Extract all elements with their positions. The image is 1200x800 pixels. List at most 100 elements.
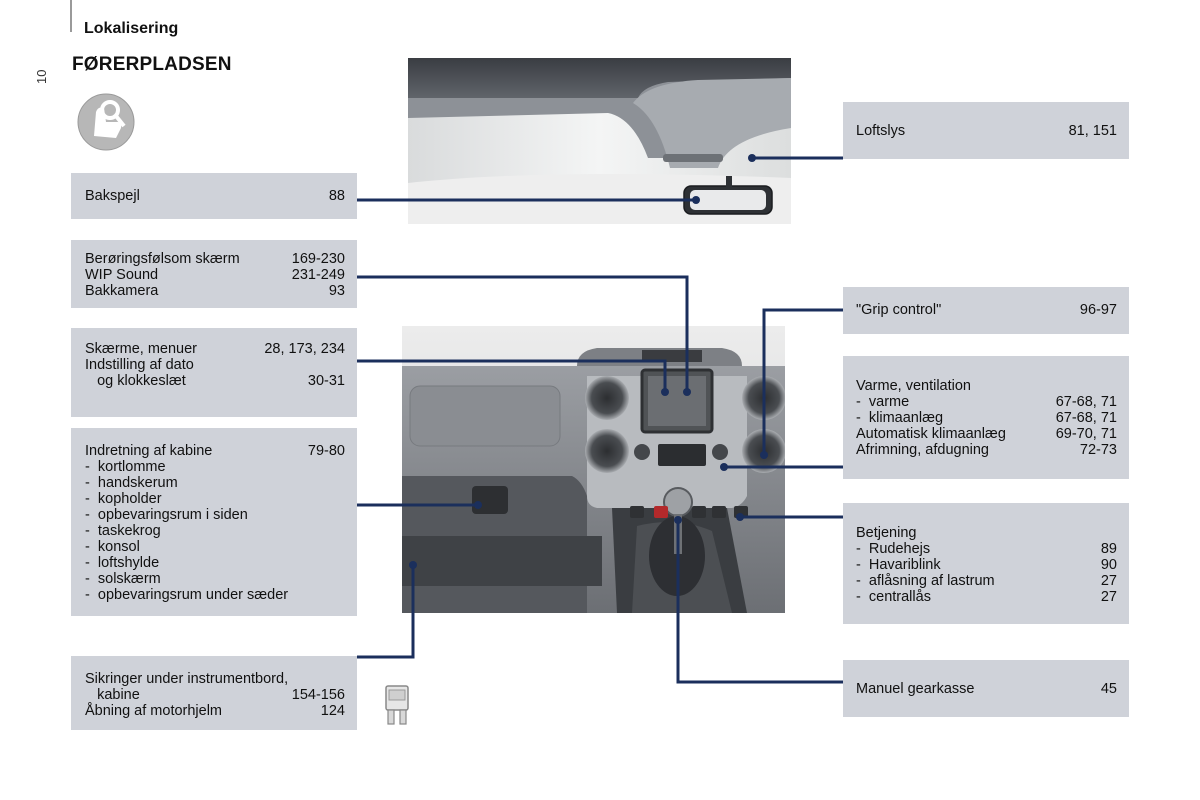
row-label: - opbevaringsrum under sæder [85, 587, 289, 603]
box-bakspejl: Bakspejl 88 [71, 173, 357, 219]
box-row: "Grip control" 96-97 [856, 302, 1117, 318]
box-grip: "Grip control" 96-97 [843, 287, 1129, 334]
row-label: - kortlomme [85, 459, 166, 475]
row-label: - Havariblink [856, 557, 941, 573]
row-page: 69-70, 71 [1055, 426, 1117, 442]
row-page: 169-230 [291, 251, 345, 267]
box-row: - taskekrog [85, 523, 345, 539]
box-row: - kortlomme [85, 459, 345, 475]
box-row: Bakspejl 88 [85, 188, 345, 204]
box-row: Manuel gearkasse 45 [856, 681, 1117, 697]
dashboard-photo [402, 326, 785, 613]
mirror-photo [408, 58, 791, 224]
row-page: 89 [1100, 541, 1117, 557]
row-label: - varme [856, 394, 910, 410]
box-row: Betjening [856, 525, 1117, 541]
box-indretning: Indretning af kabine 79-80 - kortlomme - … [71, 428, 357, 616]
box-row: Loftslys 81, 151 [856, 123, 1117, 139]
box-loftslys: Loftslys 81, 151 [843, 102, 1129, 159]
section-header: Lokalisering [84, 20, 179, 37]
row-page: 27 [1100, 589, 1117, 605]
driver-seat-icon [77, 93, 135, 151]
row-page: 93 [328, 283, 345, 299]
row-label: og klokkeslæt [85, 373, 186, 389]
row-label: - opbevaringsrum i siden [85, 507, 248, 523]
row-page: 72-73 [1079, 442, 1117, 458]
row-page: 88 [328, 188, 345, 204]
row-page: 154-156 [291, 687, 345, 703]
row-label: - aflåsning af lastrum [856, 573, 995, 589]
row-page: 27 [1100, 573, 1117, 589]
row-label: "Grip control" [856, 302, 942, 318]
row-label: WIP Sound [85, 267, 159, 283]
page-number: 10 [34, 69, 49, 84]
row-label: Manuel gearkasse [856, 681, 975, 697]
box-row: WIP Sound 231-249 [85, 267, 345, 283]
row-page: 67-68, 71 [1055, 410, 1117, 426]
box-row: - solskærm [85, 571, 345, 587]
row-page: 231-249 [291, 267, 345, 283]
row-page: 45 [1100, 681, 1117, 697]
row-label: Sikringer under instrumentbord, [85, 671, 289, 687]
row-label: Skærme, menuer [85, 341, 198, 357]
box-row: - Havariblink 90 [856, 557, 1117, 573]
box-row: - konsol [85, 539, 345, 555]
row-page: 30-31 [307, 373, 345, 389]
row-page: 81, 151 [1068, 123, 1117, 139]
fuse-icon [385, 685, 409, 725]
row-page: 124 [320, 703, 345, 719]
row-label: Bakkamera [85, 283, 159, 299]
row-label: - solskærm [85, 571, 161, 587]
row-label: kabine [85, 687, 140, 703]
row-label: - Rudehejs [856, 541, 931, 557]
row-label: Indstilling af dato [85, 357, 194, 373]
box-row: - aflåsning af lastrum 27 [856, 573, 1117, 589]
box-varme: Varme, ventilation - varme 67-68, 71 - kl… [843, 356, 1129, 479]
row-label: Åbning af motorhjelm [85, 703, 223, 719]
row-label: - klimaanlæg [856, 410, 944, 426]
row-label: - kopholder [85, 491, 162, 507]
row-page: 28, 173, 234 [264, 341, 345, 357]
box-row: Varme, ventilation [856, 378, 1117, 394]
row-label: Berøringsfølsom skærm [85, 251, 240, 267]
row-label: - centrallås [856, 589, 931, 605]
row-label: Loftslys [856, 123, 906, 139]
box-gearkasse: Manuel gearkasse 45 [843, 660, 1129, 717]
row-page: 67-68, 71 [1055, 394, 1117, 410]
row-label: Afrimning, afdugning [856, 442, 989, 458]
box-row: - opbevaringsrum under sæder [85, 587, 345, 603]
box-row: Afrimning, afdugning 72-73 [856, 442, 1117, 458]
box-betjening: Betjening - Rudehejs 89 - Havariblink 90 -… [843, 503, 1129, 624]
box-row: - centrallås 27 [856, 589, 1117, 605]
row-label: Varme, ventilation [856, 378, 971, 394]
row-page: 79-80 [307, 443, 345, 459]
row-label: - taskekrog [85, 523, 161, 539]
box-skaerm: Berøringsfølsom skærm 169-230 WIP Sound 23… [71, 240, 357, 308]
box-row: Indretning af kabine 79-80 [85, 443, 345, 459]
box-sikringer: Sikringer under instrumentbord, kabine 15… [71, 656, 357, 730]
row-label: Bakspejl [85, 188, 140, 204]
row-page: 96-97 [1079, 302, 1117, 318]
box-row: - handskerum [85, 475, 345, 491]
box-row: Sikringer under instrumentbord, [85, 671, 345, 687]
box-menuer: Skærme, menuer 28, 173, 234 Indstilling a… [71, 328, 357, 417]
box-row: kabine 154-156 [85, 687, 345, 703]
row-label: - konsol [85, 539, 140, 555]
margin-bar [70, 0, 72, 32]
box-row: - kopholder [85, 491, 345, 507]
box-row: - varme 67-68, 71 [856, 394, 1117, 410]
box-row: - loftshylde [85, 555, 345, 571]
box-row: Indstilling af dato [85, 357, 345, 373]
box-row: Skærme, menuer 28, 173, 234 [85, 341, 345, 357]
row-label: Indretning af kabine [85, 443, 213, 459]
page-title: FØRERPLADSEN [72, 54, 232, 75]
row-page: 90 [1100, 557, 1117, 573]
box-row: Åbning af motorhjelm 124 [85, 703, 345, 719]
row-label: - handskerum [85, 475, 178, 491]
box-row: Automatisk klimaanlæg 69-70, 71 [856, 426, 1117, 442]
box-row: - klimaanlæg 67-68, 71 [856, 410, 1117, 426]
row-label: Automatisk klimaanlæg [856, 426, 1006, 442]
box-row: og klokkeslæt 30-31 [85, 373, 345, 389]
box-row: - Rudehejs 89 [856, 541, 1117, 557]
row-label: - loftshylde [85, 555, 160, 571]
